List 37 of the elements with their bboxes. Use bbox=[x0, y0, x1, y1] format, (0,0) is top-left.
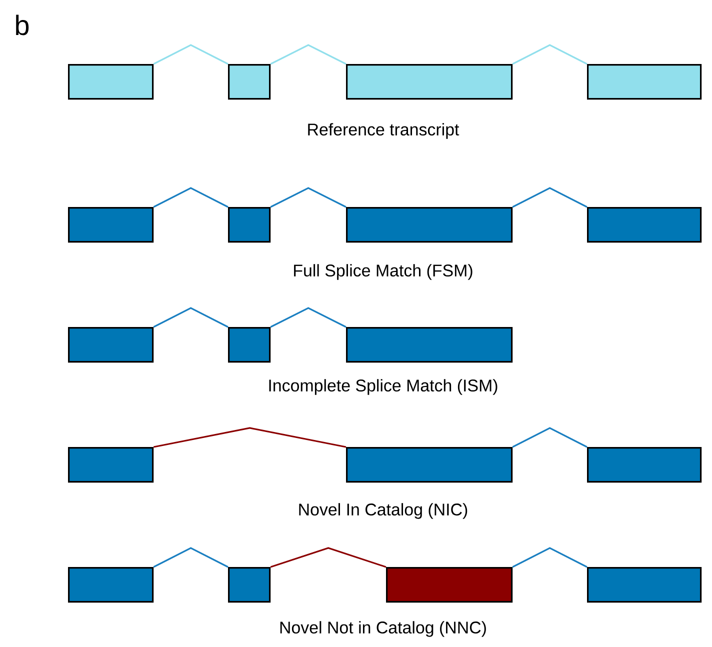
exon-box bbox=[346, 447, 513, 483]
exon-box bbox=[68, 64, 154, 100]
intron-line bbox=[512, 187, 588, 208]
panel-letter: b bbox=[16, 14, 29, 36]
exon-box bbox=[346, 207, 513, 243]
intron-line bbox=[153, 187, 228, 208]
intron-line bbox=[270, 44, 346, 65]
exon-box bbox=[68, 207, 154, 243]
row-caption: Incomplete Splice Match (ISM) bbox=[269, 379, 498, 395]
exon-box bbox=[68, 567, 154, 603]
exon-box bbox=[587, 207, 702, 243]
exon-box bbox=[68, 447, 154, 483]
intron-line bbox=[153, 547, 228, 568]
exon-box bbox=[228, 327, 271, 363]
intron-line bbox=[153, 44, 228, 65]
intron-line bbox=[270, 547, 386, 568]
row-caption: Reference transcript bbox=[308, 123, 460, 139]
exon-box bbox=[587, 64, 702, 100]
exon-box bbox=[346, 327, 513, 363]
intron-line bbox=[270, 307, 346, 328]
exon-box bbox=[228, 207, 271, 243]
row-caption: Novel In Catalog (NIC) bbox=[299, 503, 468, 519]
exon-box bbox=[228, 567, 271, 603]
intron-line bbox=[512, 427, 588, 448]
exon-box bbox=[587, 567, 702, 603]
exon-box bbox=[68, 327, 154, 363]
intron-line bbox=[153, 307, 228, 328]
exon-box bbox=[386, 567, 513, 603]
exon-box bbox=[228, 64, 271, 100]
intron-line bbox=[512, 547, 588, 568]
row-caption: Full Splice Match (FSM) bbox=[294, 264, 472, 280]
intron-line bbox=[512, 44, 588, 65]
exon-box bbox=[587, 447, 702, 483]
exon-box bbox=[346, 64, 513, 100]
row-caption: Novel Not in Catalog (NNC) bbox=[280, 621, 486, 637]
intron-line bbox=[270, 187, 346, 208]
intron-line bbox=[153, 427, 346, 448]
